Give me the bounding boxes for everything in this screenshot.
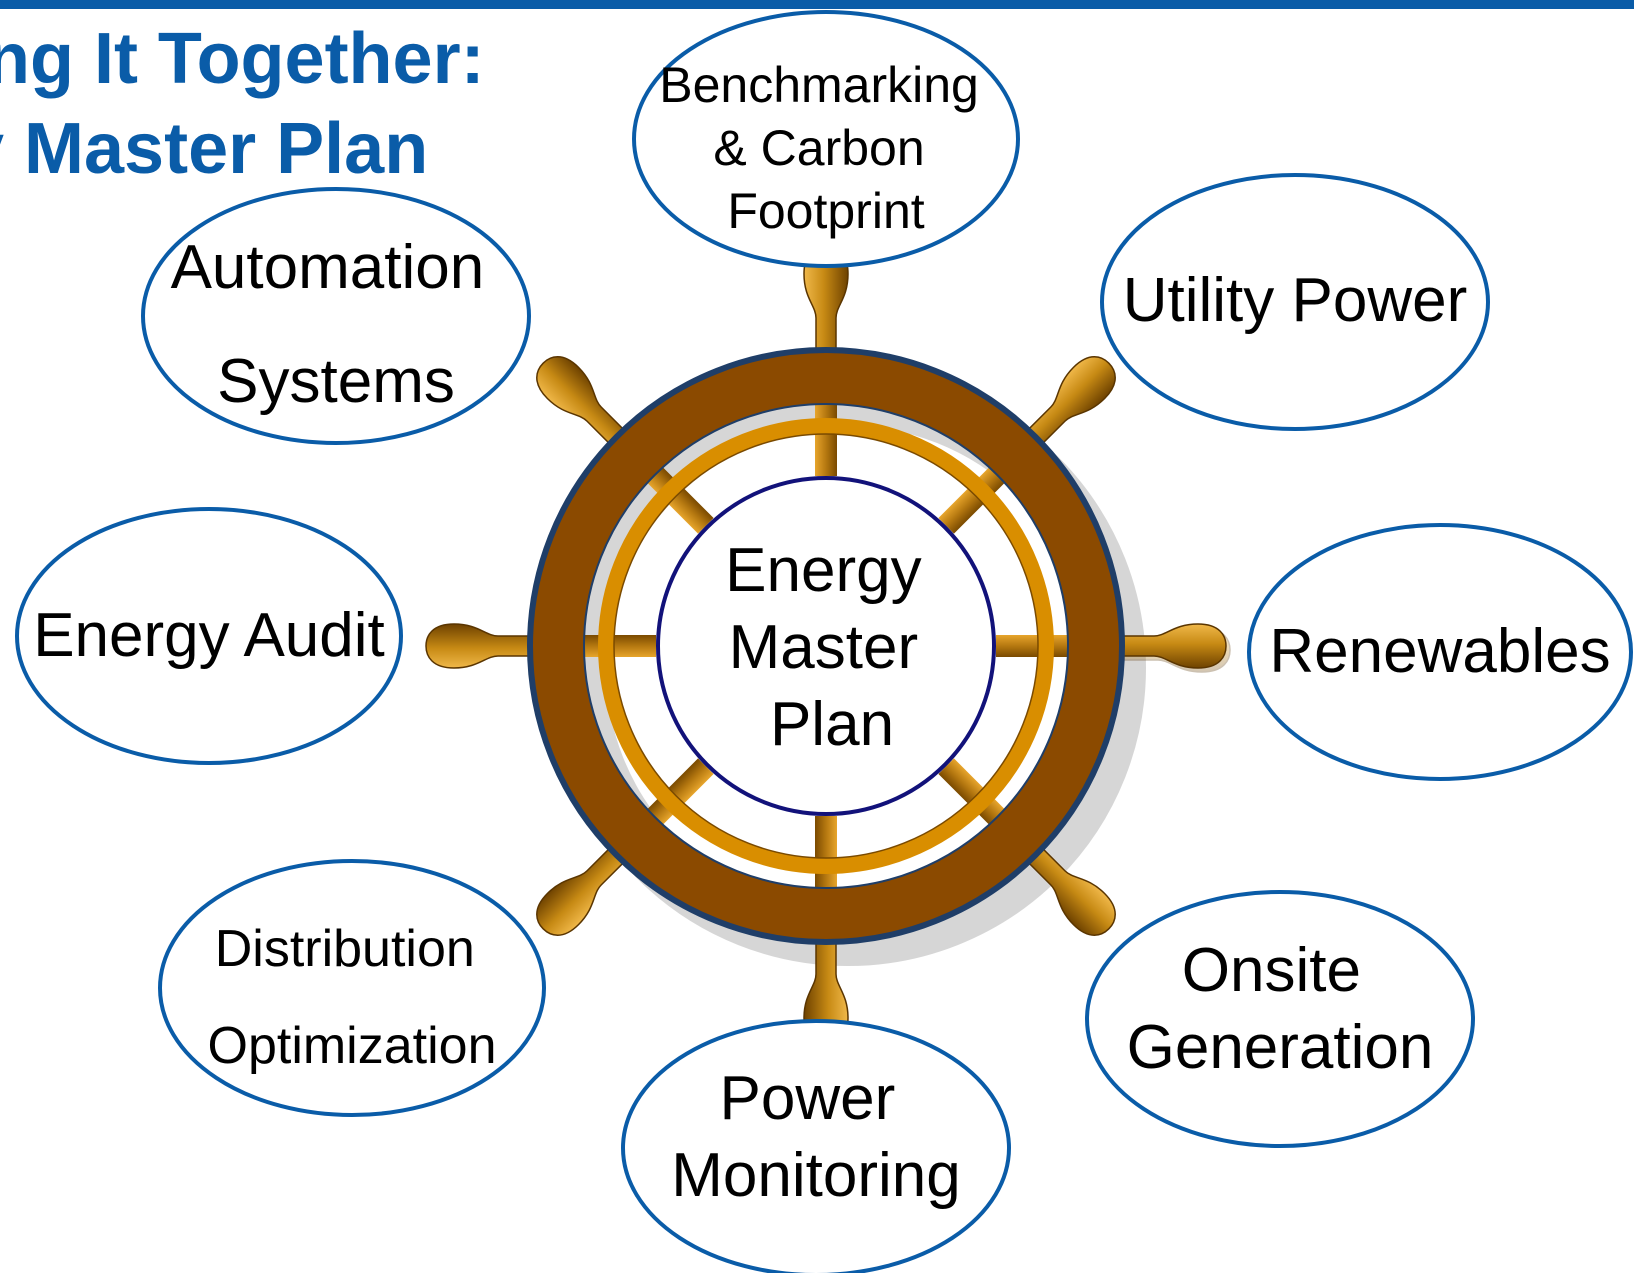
- svg-text:Energy Audit: Energy Audit: [33, 601, 385, 670]
- svg-text:Distribution Optimizatio: Distribution Optimization: [208, 920, 497, 1075]
- node-distribution-optimization: Distribution Optimization: [158, 859, 546, 1117]
- node-power-monitoring-line-2: Monitoring: [671, 1141, 960, 1210]
- svg-text:Renewables: Renewables: [1269, 617, 1610, 686]
- hub-label: Energy Master Plan: [725, 536, 939, 759]
- svg-text:Automation Systems: Automation Systems: [171, 233, 502, 416]
- node-onsite-generation: Onsite Generation: [1085, 890, 1475, 1148]
- node-onsite-generation-line-2: Generation: [1127, 1013, 1434, 1082]
- node-renewables-line-1: Renewables: [1269, 617, 1610, 686]
- page-title: ging It Together: gy Master Plan: [0, 14, 485, 194]
- node-automation-systems-line-1: Automation: [171, 233, 485, 302]
- node-utility-power: Utility Power: [1100, 173, 1490, 431]
- node-benchmarking-line-2: & Carbon: [713, 120, 924, 176]
- top-accent-bar: [0, 0, 1634, 9]
- node-power-monitoring-line-1: Power: [720, 1064, 896, 1133]
- node-renewables: Renewables: [1247, 523, 1633, 781]
- node-distribution-optimization-line-2: Optimization: [208, 1017, 497, 1075]
- node-benchmarking: Benchmarking & Carbon Footprint: [632, 10, 1020, 268]
- node-onsite-generation-line-1: Onsite: [1182, 936, 1361, 1005]
- node-automation-systems: Automation Systems: [141, 187, 531, 445]
- svg-text:Power Monitoring: Power Monitoring: [671, 1064, 960, 1210]
- hub-label-line-3: Plan: [770, 690, 894, 759]
- svg-text:Onsite Generation: Onsite Generation: [1127, 936, 1434, 1082]
- node-utility-power-line-1: Utility Power: [1123, 266, 1468, 335]
- node-energy-audit: Energy Audit: [15, 507, 403, 765]
- node-power-monitoring: Power Monitoring: [621, 1019, 1011, 1273]
- wheel-rim: [527, 347, 1125, 945]
- node-automation-systems-line-2: Systems: [217, 347, 455, 416]
- title-line-2: gy Master Plan: [0, 109, 429, 189]
- svg-text:Benchmarking & Carbon: Benchmarking & Carbon Footprint: [659, 57, 993, 239]
- title-line-1: ging It Together:: [0, 19, 485, 99]
- node-energy-audit-line-1: Energy Audit: [33, 601, 385, 670]
- hub-label-line-2: Master: [729, 613, 918, 682]
- svg-text:Utility Power: Utility Power: [1123, 266, 1468, 335]
- node-benchmarking-line-1: Benchmarking: [659, 57, 979, 113]
- hub: Energy Master Plan: [656, 476, 996, 816]
- node-benchmarking-line-3: Footprint: [727, 183, 924, 239]
- node-distribution-optimization-line-1: Distribution: [215, 920, 475, 978]
- hub-label-line-1: Energy: [725, 536, 921, 605]
